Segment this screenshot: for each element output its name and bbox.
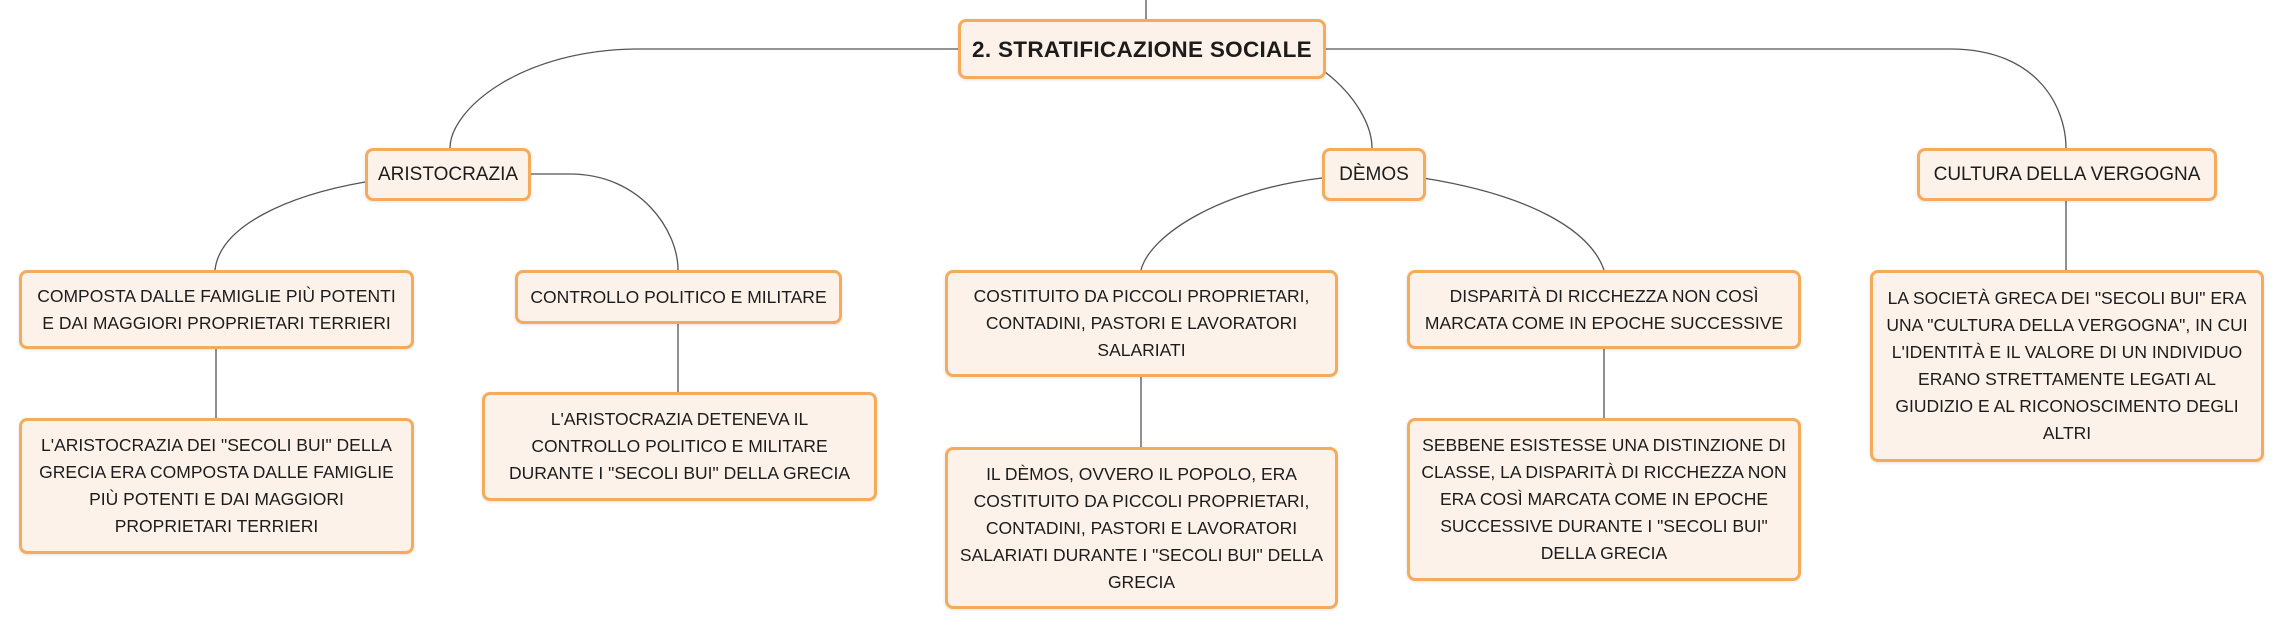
subtopic-costituito[interactable]: COSTITUITO DA PICCOLI PROPRIETARI, CONTA… [945, 270, 1338, 377]
detail-controllo[interactable]: L'ARISTOCRAZIA DETENEVA IL CONTROLLO POL… [482, 392, 877, 501]
subtopic-disparita[interactable]: DISPARITÀ DI RICCHEZZA NON COSÌ MARCATA … [1407, 270, 1801, 349]
topic-aristocrazia-label: ARISTOCRAZIA [377, 164, 519, 185]
connector-demos-disparita [1422, 177, 1605, 271]
connector-aristocrazia-composta [214, 181, 366, 271]
detail-composta-label: L'ARISTOCRAZIA DEI "SECOLI BUI" DELLA GR… [39, 435, 394, 536]
subtopic-societa-vergogna-label: LA SOCIETÀ GRECA DEI "SECOLI BUI" ERA UN… [1886, 288, 2248, 443]
topic-demos-label: DÈMOS [1339, 164, 1409, 185]
detail-costituito[interactable]: IL DÈMOS, OVVERO IL POPOLO, ERA COSTITUI… [945, 447, 1338, 609]
subtopic-disparita-label: DISPARITÀ DI RICCHEZZA NON COSÌ MARCATA … [1424, 285, 1784, 333]
subtopic-societa-vergogna[interactable]: LA SOCIETÀ GRECA DEI "SECOLI BUI" ERA UN… [1870, 270, 2264, 462]
detail-disparita[interactable]: SEBBENE ESISTESSE UNA DISTINZIONE DI CLA… [1407, 418, 1801, 581]
subtopic-composta[interactable]: COMPOSTA DALLE FAMIGLIE PIÙ POTENTI E DA… [19, 270, 414, 349]
detail-disparita-label: SEBBENE ESISTESSE UNA DISTINZIONE DI CLA… [1421, 435, 1787, 563]
subtopic-controllo[interactable]: CONTROLLO POLITICO E MILITARE [515, 270, 842, 324]
connector-demos-costituito [1140, 177, 1323, 271]
connector-aristocrazia-controllo [530, 173, 679, 271]
connector-root-cultura [1325, 48, 2067, 149]
subtopic-composta-label: COMPOSTA DALLE FAMIGLIE PIÙ POTENTI E DA… [37, 285, 396, 333]
root-label: 2. STRATIFICAZIONE SOCIALE [972, 36, 1312, 62]
connector-root-aristocrazia [449, 48, 960, 149]
detail-costituito-label: IL DÈMOS, OVVERO IL POPOLO, ERA COSTITUI… [959, 463, 1324, 592]
topic-cultura-vergogna[interactable]: CULTURA DELLA VERGOGNA [1917, 148, 2217, 201]
detail-composta[interactable]: L'ARISTOCRAZIA DEI "SECOLI BUI" DELLA GR… [19, 418, 414, 554]
topic-aristocrazia[interactable]: ARISTOCRAZIA [365, 148, 531, 201]
subtopic-costituito-label: COSTITUITO DA PICCOLI PROPRIETARI, CONTA… [973, 286, 1310, 360]
subtopic-controllo-label: CONTROLLO POLITICO E MILITARE [530, 286, 827, 307]
root-node[interactable]: 2. STRATIFICAZIONE SOCIALE [958, 19, 1326, 79]
topic-cultura-vergogna-label: CULTURA DELLA VERGOGNA [1933, 164, 2201, 185]
detail-controllo-label: L'ARISTOCRAZIA DETENEVA IL CONTROLLO POL… [508, 409, 851, 483]
topic-demos[interactable]: DÈMOS [1322, 148, 1426, 201]
connector-root-demos [1324, 71, 1373, 149]
